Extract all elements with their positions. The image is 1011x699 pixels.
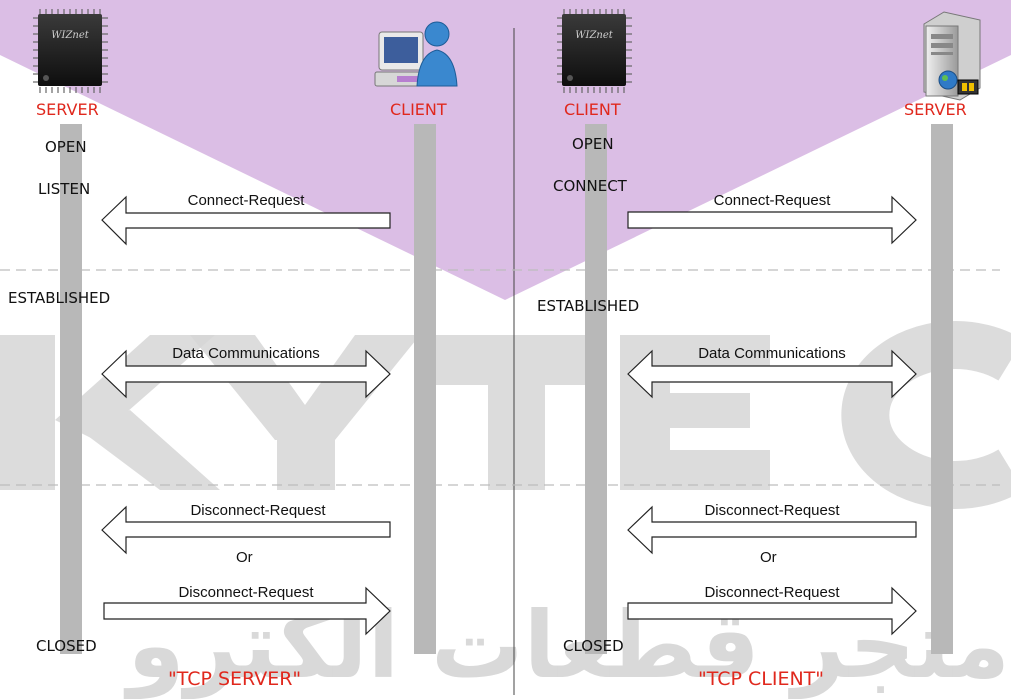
actor-label-server: SERVER bbox=[904, 100, 967, 119]
state-established: ESTABLISHED bbox=[537, 297, 640, 315]
wiznet-chip-icon: WIZnet bbox=[557, 9, 632, 93]
server-tower-icon bbox=[923, 11, 981, 101]
connect-request-arrow bbox=[101, 195, 391, 246]
data-communications-arrow bbox=[101, 349, 391, 399]
disconnect-request-arrow-in bbox=[627, 505, 917, 555]
connect-request-arrow bbox=[627, 195, 917, 245]
state-closed: CLOSED bbox=[36, 637, 97, 655]
state-connect: CONNECT bbox=[553, 177, 627, 195]
state-open: OPEN bbox=[45, 138, 87, 156]
disconnect-request-arrow-in bbox=[101, 505, 391, 555]
lifeline-right-server bbox=[931, 124, 953, 654]
state-open: OPEN bbox=[572, 135, 614, 153]
client-computer-user-icon bbox=[374, 21, 458, 87]
disconnect-request-arrow-out bbox=[627, 586, 917, 636]
actor-label-server: SERVER bbox=[36, 100, 99, 119]
lifeline-right-client bbox=[585, 124, 607, 654]
message-or: Or bbox=[236, 549, 253, 566]
message-disconnect-request: Disconnect-Request bbox=[704, 502, 840, 519]
disconnect-request-arrow-out bbox=[103, 586, 391, 636]
wiznet-chip-icon: WIZnet bbox=[33, 9, 108, 93]
data-communications-arrow bbox=[627, 349, 917, 399]
state-established: ESTABLISHED bbox=[8, 289, 111, 307]
lifeline-left-server bbox=[60, 124, 82, 654]
panel-caption-tcp-server: "TCP SERVER" bbox=[168, 668, 302, 690]
chip-brand-text: WIZnet bbox=[51, 30, 90, 41]
message-disconnect-request: Disconnect-Request bbox=[704, 584, 840, 601]
message-disconnect-request: Disconnect-Request bbox=[190, 502, 326, 519]
state-listen: LISTEN bbox=[38, 180, 91, 198]
lifeline-left-client bbox=[414, 124, 436, 654]
message-disconnect-request: Disconnect-Request bbox=[178, 584, 314, 601]
actor-label-client: CLIENT bbox=[564, 100, 621, 119]
message-connect-request: Connect-Request bbox=[713, 192, 831, 209]
message-data-communications: Data Communications bbox=[172, 345, 320, 362]
message-data-communications: Data Communications bbox=[698, 345, 846, 362]
panel-caption-tcp-client: "TCP CLIENT" bbox=[698, 668, 825, 690]
message-or: Or bbox=[760, 549, 777, 566]
state-closed: CLOSED bbox=[563, 637, 624, 655]
message-connect-request: Connect-Request bbox=[187, 192, 305, 209]
actor-label-client: CLIENT bbox=[390, 100, 447, 119]
chip-brand-text: WIZnet bbox=[575, 30, 614, 41]
